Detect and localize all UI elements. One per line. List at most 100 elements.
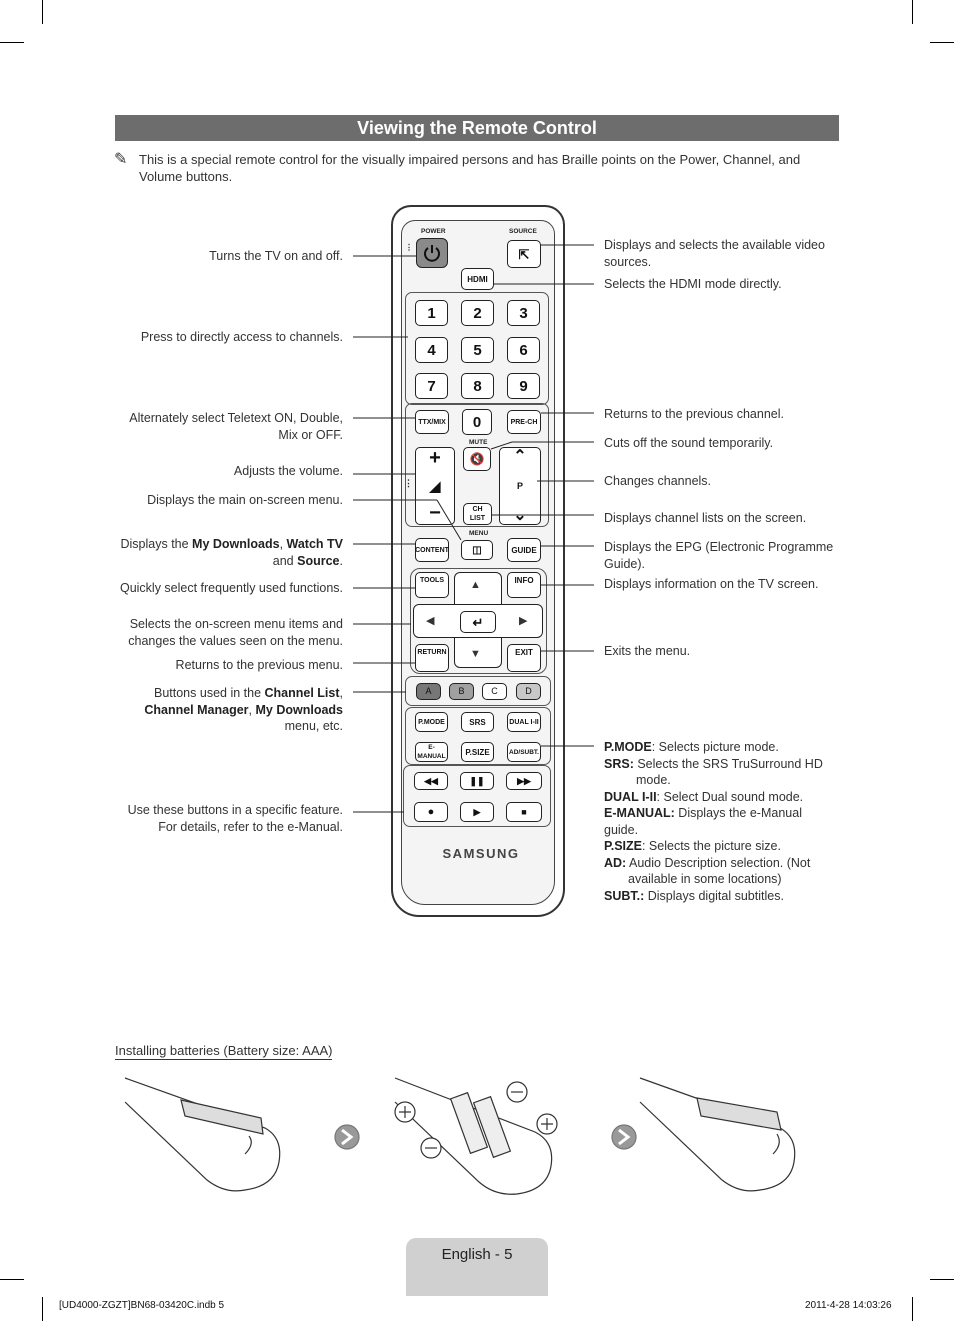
e-manual-button[interactable]: E-MANUAL <box>415 742 448 762</box>
exit-button[interactable]: EXIT <box>507 644 541 672</box>
label-abcd-text: , <box>248 702 256 717</box>
nav-up-button[interactable]: ▲ <box>470 579 481 591</box>
label-abcd-bold: Channel Manager <box>144 702 249 717</box>
pre-ch-button[interactable]: PRE-CH <box>507 410 541 434</box>
nav-left-button[interactable]: ◀ <box>426 615 435 627</box>
fn-emanual: E-MANUAL: Displays the e-Manual guide. <box>604 805 839 838</box>
p-size-button[interactable]: P.SIZE <box>461 742 494 762</box>
function-panel <box>405 707 551 765</box>
label-function-list: P.MODE: Selects picture mode. SRS: Selec… <box>604 739 839 904</box>
number-key-8[interactable]: 8 <box>461 373 494 399</box>
info-button[interactable]: INFO <box>507 572 541 598</box>
battery-install-illustration <box>124 1077 796 1195</box>
braille-dots: ⋮ <box>405 243 413 252</box>
volume-down-icon: − <box>429 502 441 524</box>
power-label: POWER <box>421 228 446 235</box>
content-button[interactable]: CONTENT <box>415 538 449 562</box>
tools-button[interactable]: TOOLS <box>415 572 449 598</box>
braille-dots: ⋮ <box>404 478 413 488</box>
source-button[interactable]: ⇱ <box>507 240 541 268</box>
p-mode-button[interactable]: P.MODE <box>415 712 448 732</box>
footer-file-info: [UD4000-ZGZT]BN68-03420C.indb 5 <box>59 1300 225 1311</box>
label-tools: Quickly select frequently used functions… <box>119 581 343 595</box>
label-abcd-bold: My Downloads <box>255 702 343 717</box>
pause-button[interactable]: ❚❚ <box>460 772 494 790</box>
stop-button[interactable]: ■ <box>506 802 542 822</box>
label-abcd-text: , <box>339 686 343 700</box>
label-info: Displays information on the TV screen. <box>604 577 819 591</box>
fast-forward-icon: ▶▶ <box>517 775 531 786</box>
nav-down-button[interactable]: ▼ <box>470 648 481 660</box>
label-abcd-bold: Channel List <box>264 686 340 700</box>
fn-desc: Selects the SRS TruSurround HD mode. <box>633 756 823 788</box>
rewind-button[interactable]: ◀◀ <box>414 772 448 790</box>
play-button[interactable]: ▶ <box>460 802 494 822</box>
crop-mark <box>912 0 913 24</box>
source-icon: ⇱ <box>518 246 530 262</box>
fn-desc: : Selects the picture size. <box>641 839 781 853</box>
number-key-4[interactable]: 4 <box>415 337 448 363</box>
label-abcd-text: menu, etc. <box>284 719 343 733</box>
fn-subt: SUBT.: Displays digital subtitles. <box>604 888 839 905</box>
number-key-1[interactable]: 1 <box>415 300 448 326</box>
record-button[interactable]: ● <box>414 802 448 822</box>
number-key-2[interactable]: 2 <box>461 300 494 326</box>
fn-desc: : Selects picture mode. <box>651 740 779 754</box>
hdmi-button[interactable]: HDMI <box>461 268 494 290</box>
return-button[interactable]: RETURN <box>415 644 449 672</box>
fn-key: AD: <box>604 855 627 870</box>
label-content: Displays the My Downloads, Watch TV and … <box>108 536 343 569</box>
channel-panel <box>405 403 549 527</box>
number-key-0[interactable]: 0 <box>462 409 492 435</box>
number-key-3[interactable]: 3 <box>507 300 540 326</box>
channel-rocker[interactable]: ⌃ P ⌄ <box>499 447 541 525</box>
label-mute: Cuts off the sound temporarily. <box>604 436 774 450</box>
channel-up-icon: ⌃ <box>513 448 527 465</box>
note-text: This is a special remote control for the… <box>139 152 801 184</box>
color-buttons-panel <box>405 676 551 706</box>
srs-button[interactable]: SRS <box>461 712 494 732</box>
enter-button[interactable]: ↵ <box>460 611 496 633</box>
crop-mark <box>42 0 43 24</box>
number-key-9[interactable]: 9 <box>507 373 540 399</box>
label-content-bold: My Downloads <box>192 537 280 551</box>
label-guide: Displays the EPG (Electronic Programme G… <box>604 540 834 571</box>
label-content-bold: Source <box>297 553 340 568</box>
number-key-6[interactable]: 6 <box>507 337 540 363</box>
page-number-tab: English - 5 <box>406 1238 548 1296</box>
color-button-d[interactable]: D <box>516 683 541 700</box>
crop-mark <box>0 1279 24 1280</box>
color-button-a[interactable]: A <box>416 683 441 700</box>
number-key-7[interactable]: 7 <box>415 373 448 399</box>
pencil-icon: ✎ <box>114 151 128 168</box>
power-button[interactable] <box>416 238 448 268</box>
power-icon <box>424 245 440 262</box>
color-button-c[interactable]: C <box>482 683 507 700</box>
volume-rocker[interactable]: + ◢ − <box>415 447 455 525</box>
label-abcd-text: Buttons used in the <box>154 686 265 700</box>
guide-button[interactable]: GUIDE <box>507 538 541 562</box>
menu-button[interactable]: ◫ <box>461 540 493 560</box>
number-key-5[interactable]: 5 <box>461 337 494 363</box>
nav-right-button[interactable]: ▶ <box>519 615 528 627</box>
pause-icon: ❚❚ <box>469 775 485 786</box>
label-nav: Selects the on-screen menu items and cha… <box>128 617 343 648</box>
fn-key: SUBT.: <box>604 888 645 903</box>
color-button-b[interactable]: B <box>449 683 474 700</box>
mute-button[interactable]: 🔇 <box>463 447 491 471</box>
menu-label: MENU <box>469 530 489 537</box>
fast-forward-button[interactable]: ▶▶ <box>506 772 542 790</box>
fn-key: E-MANUAL: <box>604 806 675 820</box>
ch-list-button[interactable]: CH LIST <box>463 503 492 525</box>
brand-logo: SAMSUNG <box>442 846 520 861</box>
label-content-text: Displays the <box>120 537 193 551</box>
ttx-mix-button[interactable]: TTX/MIX <box>415 410 449 434</box>
label-power: Turns the TV on and off. <box>209 249 343 263</box>
label-numbers: Press to directly access to channels. <box>140 330 343 344</box>
dual-button[interactable]: DUAL I-II <box>507 712 541 732</box>
label-source: Displays and selects the available video… <box>604 238 825 269</box>
label-return: Returns to the previous menu. <box>175 658 343 672</box>
ad-subt-button[interactable]: AD/SUBT. <box>507 742 541 762</box>
play-icon: ▶ <box>473 806 481 817</box>
label-content-text: , <box>279 537 287 551</box>
